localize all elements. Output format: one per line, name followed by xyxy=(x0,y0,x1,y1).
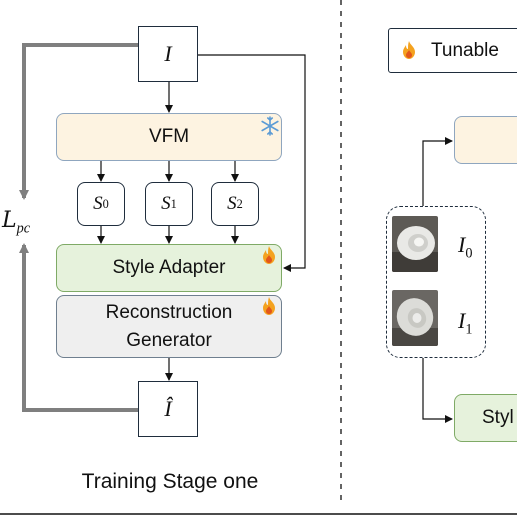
style-adapter-block: Style Adapter xyxy=(56,244,282,292)
input-image-symbol: I xyxy=(164,41,172,66)
feature-s0-sub: 0 xyxy=(102,196,109,211)
arrow-input-to-adapter xyxy=(198,54,306,272)
image-label-1: I1 xyxy=(458,308,472,338)
thumbnail-image-0 xyxy=(392,216,438,272)
legend-label: Tunable xyxy=(431,39,499,61)
input-image-group xyxy=(386,206,486,358)
generator-label-line1: Reconstruction xyxy=(105,301,233,323)
image-label-0: I0 xyxy=(458,232,472,262)
image-label-0-sub: 0 xyxy=(465,245,473,262)
reconstruction-generator-block: Reconstruction Generator xyxy=(56,295,282,358)
loss-label: Lpc xyxy=(2,205,31,244)
image-label-1-base: I xyxy=(458,308,466,333)
arrow-group-to-top-box xyxy=(422,137,453,206)
output-image-node: Î xyxy=(138,381,198,437)
snowflake-icon xyxy=(261,116,279,136)
style-adapter-label: Style Adapter xyxy=(112,257,226,278)
flame-icon xyxy=(263,246,275,264)
loss-label-sub: pc xyxy=(16,220,31,237)
panel-caption: Training Stage one xyxy=(81,470,259,493)
input-image-node: I xyxy=(138,26,198,82)
feature-s2-base: S xyxy=(227,193,237,214)
output-image-symbol: Î xyxy=(164,396,172,421)
flame-icon xyxy=(263,297,275,315)
right-adapter-partial-label: Styl xyxy=(482,407,514,428)
arrow-group-to-bottom-box xyxy=(422,358,453,423)
feature-s1-sub: 1 xyxy=(170,196,177,211)
flame-icon xyxy=(403,41,415,59)
image-label-0-base: I xyxy=(458,232,466,257)
feature-s0-base: S xyxy=(93,193,103,214)
vfm-label: VFM xyxy=(148,126,190,147)
feature-s2-sub: 2 xyxy=(236,196,243,211)
right-style-adapter-partial: Styl xyxy=(454,394,517,442)
vfm-block: VFM xyxy=(56,113,282,161)
loss-line-bottom xyxy=(19,243,138,412)
loss-label-base: L xyxy=(2,208,17,233)
feature-s1-base: S xyxy=(161,193,171,214)
thumbnail-image-1 xyxy=(392,290,438,346)
image-label-1-sub: 1 xyxy=(465,321,473,338)
right-vfm-block-partial xyxy=(454,116,517,164)
loss-line-top xyxy=(19,43,138,200)
generator-label-line2: Generator xyxy=(126,329,212,351)
